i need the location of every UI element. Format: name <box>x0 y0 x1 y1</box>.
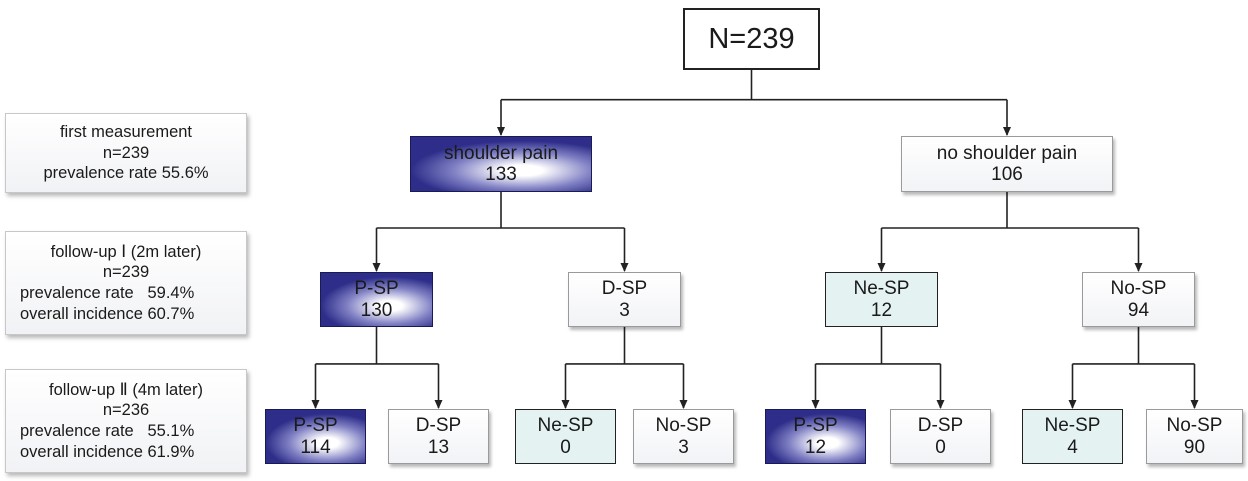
node-count: 3 <box>678 436 689 458</box>
stage-line: overall incidence 60.7% <box>20 304 195 323</box>
stage-line: first measurement <box>59 123 193 142</box>
node-label: Ne-SP <box>537 415 594 437</box>
node-count: 12 <box>870 299 893 321</box>
stage-line: n=236 <box>102 401 150 420</box>
node-d-sp: D-SP 13 <box>388 409 489 464</box>
node-count: 94 <box>1127 299 1150 321</box>
stage-line: n=239 <box>102 263 150 282</box>
stage-first-measurement: first measurement n=239 prevalence rate … <box>5 113 247 193</box>
node-label: P-SP <box>793 415 838 437</box>
node-count: 0 <box>560 436 571 458</box>
node-ne-sp: Ne-SP 0 <box>515 409 616 464</box>
node-label: Ne-SP <box>1044 415 1101 437</box>
node-count: 12 <box>804 436 827 458</box>
root-label: N=239 <box>708 22 795 55</box>
stage-line: prevalence rate 55.6% <box>43 164 209 183</box>
stage-line: follow-up Ⅱ (4m later) <box>49 380 203 399</box>
node-p-sp: P-SP 114 <box>265 409 366 464</box>
node-no-sp: No-SP 94 <box>1082 272 1195 327</box>
stage-line: prevalence rate 59.4% <box>20 284 195 302</box>
stage-line: follow-up Ⅰ (2m later) <box>50 242 202 261</box>
node-p-sp: P-SP 12 <box>765 409 866 464</box>
node-ne-sp: Ne-SP 12 <box>825 272 938 327</box>
node-ne-sp: Ne-SP 4 <box>1022 409 1123 464</box>
node-count: 4 <box>1067 436 1078 458</box>
node-label: P-SP <box>293 415 338 437</box>
node-label: No-SP <box>655 415 712 437</box>
node-count: 0 <box>935 436 946 458</box>
stage-follow-up-2: follow-up Ⅱ (4m later) n=236 prevalence … <box>5 369 247 473</box>
node-no-sp: No-SP 90 <box>1146 409 1243 464</box>
node-count: 3 <box>619 299 630 321</box>
node-label: P-SP <box>354 278 399 300</box>
stage-line: overall incidence 61.9% <box>20 442 195 461</box>
node-count: 114 <box>300 436 331 458</box>
stage-line: prevalence rate 55.1% <box>20 422 195 440</box>
node-label: D-SP <box>917 415 964 437</box>
stage-line: n=239 <box>102 143 150 162</box>
node-label: Ne-SP <box>853 278 910 300</box>
node-d-sp: D-SP 0 <box>890 409 991 464</box>
node-count: 90 <box>1183 436 1206 458</box>
node-no-sp: No-SP 3 <box>633 409 734 464</box>
node-label: No-SP <box>1110 278 1167 300</box>
node-label: No-SP <box>1166 415 1223 437</box>
node-label: D-SP <box>415 415 462 437</box>
node-count: 130 <box>360 299 393 321</box>
node-count: 106 <box>991 164 1023 185</box>
node-d-sp: D-SP 3 <box>568 272 681 327</box>
node-label: shoulder pain <box>443 142 559 164</box>
stage-follow-up-1: follow-up Ⅰ (2m later) n=239 prevalence … <box>5 231 247 335</box>
node-p-sp: P-SP 130 <box>320 272 433 327</box>
node-shoulder-pain: shoulder pain 133 <box>410 136 592 192</box>
root-node: N=239 <box>683 8 820 70</box>
node-count: 133 <box>485 164 517 185</box>
node-label: no shoulder pain <box>936 142 1078 164</box>
node-label: D-SP <box>601 278 648 300</box>
node-no-shoulder-pain: no shoulder pain 106 <box>901 136 1113 192</box>
node-count: 13 <box>427 436 450 458</box>
